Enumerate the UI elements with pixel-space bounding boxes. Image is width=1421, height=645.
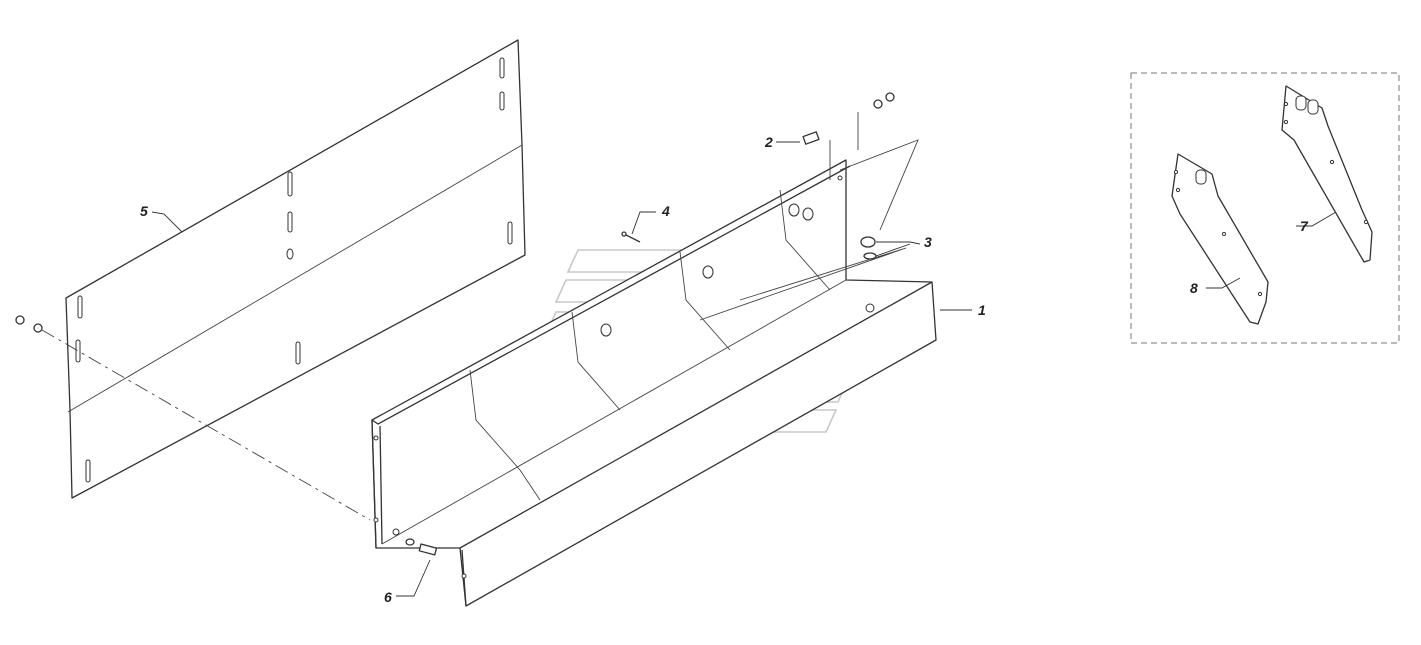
part-7-bracket: [1281, 85, 1373, 263]
part-5-cover-plate: [65, 39, 526, 499]
callout-label-3: 3: [924, 234, 932, 250]
callout-label-5: 5: [140, 203, 148, 219]
part-3-nut-washer: [860, 236, 877, 260]
callout-label-1: 1: [978, 302, 986, 318]
callout-label-2: 2: [764, 134, 773, 150]
part-4-pin: [621, 231, 641, 243]
projection-lines: [699, 112, 919, 321]
detail-inset-box: [1130, 72, 1400, 344]
part-1-channel: [371, 159, 937, 607]
callout-label-8: 8: [1190, 280, 1198, 296]
callout-label-4: 4: [661, 203, 670, 219]
part-8-bracket: [1171, 153, 1269, 325]
part-2-bolt: [802, 92, 895, 145]
callout-label-6: 6: [384, 589, 392, 605]
part-6-bolt: [15, 315, 438, 556]
callout-label-7: 7: [1300, 218, 1309, 234]
assembly-centerline: [41, 329, 371, 521]
leader-lines: [151, 141, 1337, 597]
